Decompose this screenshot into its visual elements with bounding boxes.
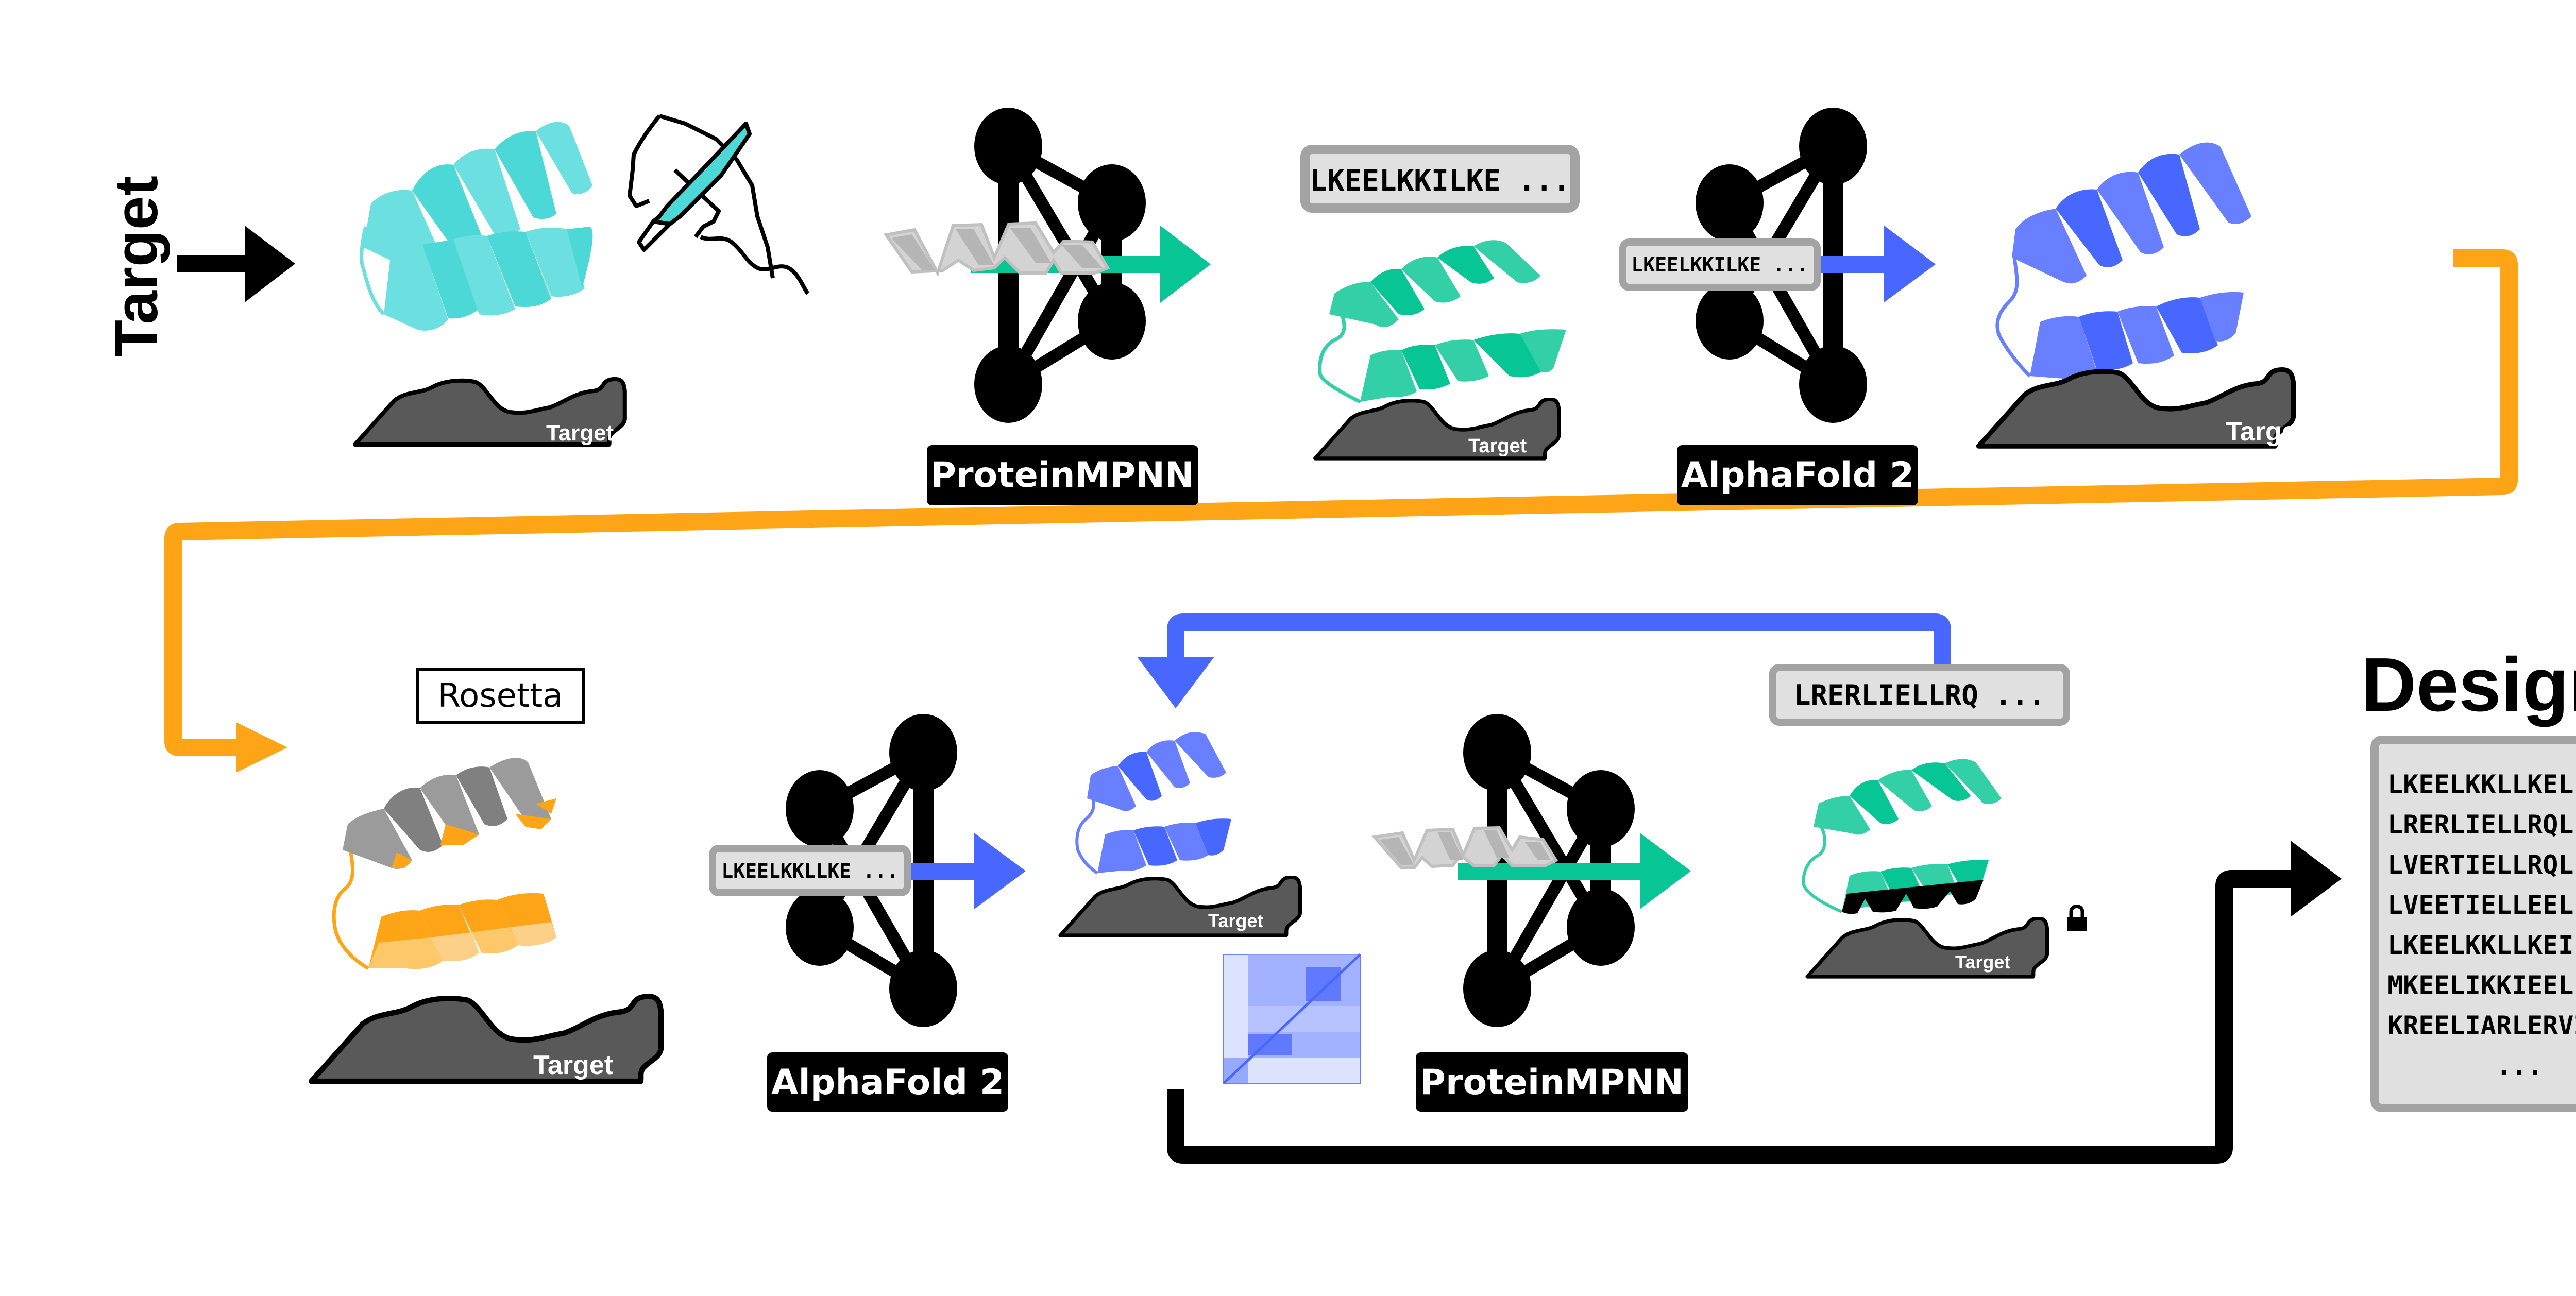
pae-diagonal bbox=[1223, 953, 1361, 1084]
network-node bbox=[1463, 714, 1531, 791]
sequence-text-2: LRERLIELLRQ ... bbox=[1794, 679, 2045, 711]
target-protein-2: Target bbox=[1315, 399, 1559, 458]
mpnn-designed-binder-green bbox=[1318, 240, 1566, 404]
network-node bbox=[1799, 346, 1867, 423]
alphafold-network-icon-2 bbox=[786, 714, 957, 1027]
alphafold-label-box-2 bbox=[767, 1052, 1008, 1112]
af2-arrow-1 bbox=[1821, 226, 1936, 302]
proteinmpnn-label-box-2 bbox=[1416, 1052, 1688, 1112]
network-node bbox=[1799, 108, 1867, 185]
network-node bbox=[786, 770, 854, 847]
network-node bbox=[786, 889, 854, 966]
designed-binder-cyan bbox=[360, 122, 593, 331]
pae-block bbox=[1248, 1006, 1360, 1032]
design-sequence: LVERTIELLRQLL ... bbox=[2387, 850, 2576, 880]
target-protein-6: Target bbox=[1807, 918, 2047, 977]
sequence-text-1: LKEELKKILKE ... bbox=[1310, 164, 1570, 198]
target-shape-label: Target bbox=[533, 1050, 613, 1080]
design-sequence: KREELIARLERVI ... bbox=[2387, 1011, 2576, 1041]
black-output-connector bbox=[1167, 870, 2293, 1164]
pae-block bbox=[1248, 1034, 1292, 1055]
proteinmpnn-label-2: ProteinMPNN bbox=[1420, 1062, 1684, 1103]
pae-block bbox=[1306, 967, 1341, 1001]
target-protein-1: Target bbox=[355, 379, 625, 446]
af2-arrow-2 bbox=[911, 833, 1026, 909]
designs-list: LKEELKKLLKELL ... LRERLIELLRQLL ... LVERTI… bbox=[2387, 770, 2576, 1081]
orange-arrowhead-icon bbox=[236, 722, 287, 773]
network-node bbox=[1078, 282, 1146, 360]
proteinmpnn-network-icon-2 bbox=[1463, 714, 1635, 1027]
target-protein-4: Target bbox=[311, 996, 661, 1081]
target-protein-5: Target bbox=[1060, 877, 1300, 935]
sequence-box-1: LKEELKKILKE ... bbox=[1300, 145, 1580, 213]
target-protein-3: Target bbox=[1979, 370, 2306, 447]
design-sequence: LRERLIELLRQLL ... bbox=[2387, 810, 2576, 840]
pae-block bbox=[1248, 954, 1360, 1006]
design-more-ellipsis: ... bbox=[2496, 1051, 2543, 1081]
af2-input-sequence-box-1: LKEELKKILKE ... bbox=[1619, 238, 1821, 291]
blue-arrowhead-down-icon bbox=[1137, 657, 1214, 708]
af2-input-sequence-1: LKEELKKILKE ... bbox=[1631, 253, 1808, 276]
sequence-box-2-frame: LRERLIELLRQ ... bbox=[1769, 664, 2070, 726]
network-node bbox=[974, 346, 1042, 423]
pae-matrix-icon bbox=[1223, 953, 1361, 1084]
alphafold-label-2: AlphaFold 2 bbox=[771, 1062, 1004, 1103]
pen-hand-icon bbox=[628, 114, 810, 295]
target-shape-label: Target bbox=[1208, 910, 1263, 931]
black-arrowhead-icon bbox=[2291, 841, 2342, 917]
target-shape-label: Target bbox=[1468, 435, 1527, 457]
lock-icon bbox=[2067, 905, 2087, 931]
af2-input-sequence-2: LKEELKKLLKE ... bbox=[721, 860, 898, 882]
rosetta-label: Rosetta bbox=[438, 677, 563, 715]
target-shape-label: Target bbox=[2226, 417, 2306, 447]
target-shape-label: Target bbox=[546, 420, 614, 446]
rosetta-relaxed-binder-orange-gray bbox=[332, 758, 556, 970]
network-node bbox=[1696, 164, 1764, 242]
rosetta-label-box: Rosetta bbox=[416, 668, 585, 724]
orange-connector bbox=[164, 249, 2518, 756]
network-node bbox=[974, 108, 1042, 185]
designs-title: Designs bbox=[2361, 642, 2576, 727]
mpnn-redesigned-binder-green-black bbox=[1801, 759, 2002, 914]
network-node bbox=[1078, 164, 1146, 242]
input-target-label: Target bbox=[103, 176, 171, 357]
design-sequence: LKEELKKLLKEIL ... bbox=[2387, 930, 2576, 960]
design-sequence: MKEELIKKIEELL ... bbox=[2387, 970, 2576, 1000]
network-node bbox=[1567, 889, 1635, 966]
gray-backbone-input-1 bbox=[883, 221, 1110, 277]
designs-list-box bbox=[2370, 736, 2576, 1112]
network-node bbox=[1567, 770, 1635, 847]
gray-backbone-input-2 bbox=[1371, 826, 1558, 869]
alphafold-label-box-1 bbox=[1677, 445, 1918, 505]
proteinmpnn-label-1: ProteinMPNN bbox=[930, 455, 1194, 496]
input-arrow-icon bbox=[177, 226, 295, 302]
network-node bbox=[1463, 950, 1531, 1027]
design-sequence: LVEETIELLEELL ... bbox=[2387, 890, 2576, 920]
af2-input-sequence-box-2: LKEELKKLLKE ... bbox=[709, 845, 911, 896]
af2-predicted-binder-blue-2 bbox=[1075, 732, 1231, 875]
proteinmpnn-label-box-1 bbox=[927, 445, 1198, 505]
network-node bbox=[889, 714, 957, 791]
blue-feedback-connector bbox=[1167, 613, 1951, 726]
network-node bbox=[889, 950, 957, 1027]
target-shape-label: Target bbox=[1955, 951, 2010, 973]
af2-predicted-binder-blue-1 bbox=[1995, 142, 2251, 380]
network-node bbox=[1696, 282, 1764, 360]
alphafold-label-1: AlphaFold 2 bbox=[1681, 455, 1914, 496]
design-sequence: LKEELKKLLKELL ... bbox=[2387, 770, 2576, 799]
